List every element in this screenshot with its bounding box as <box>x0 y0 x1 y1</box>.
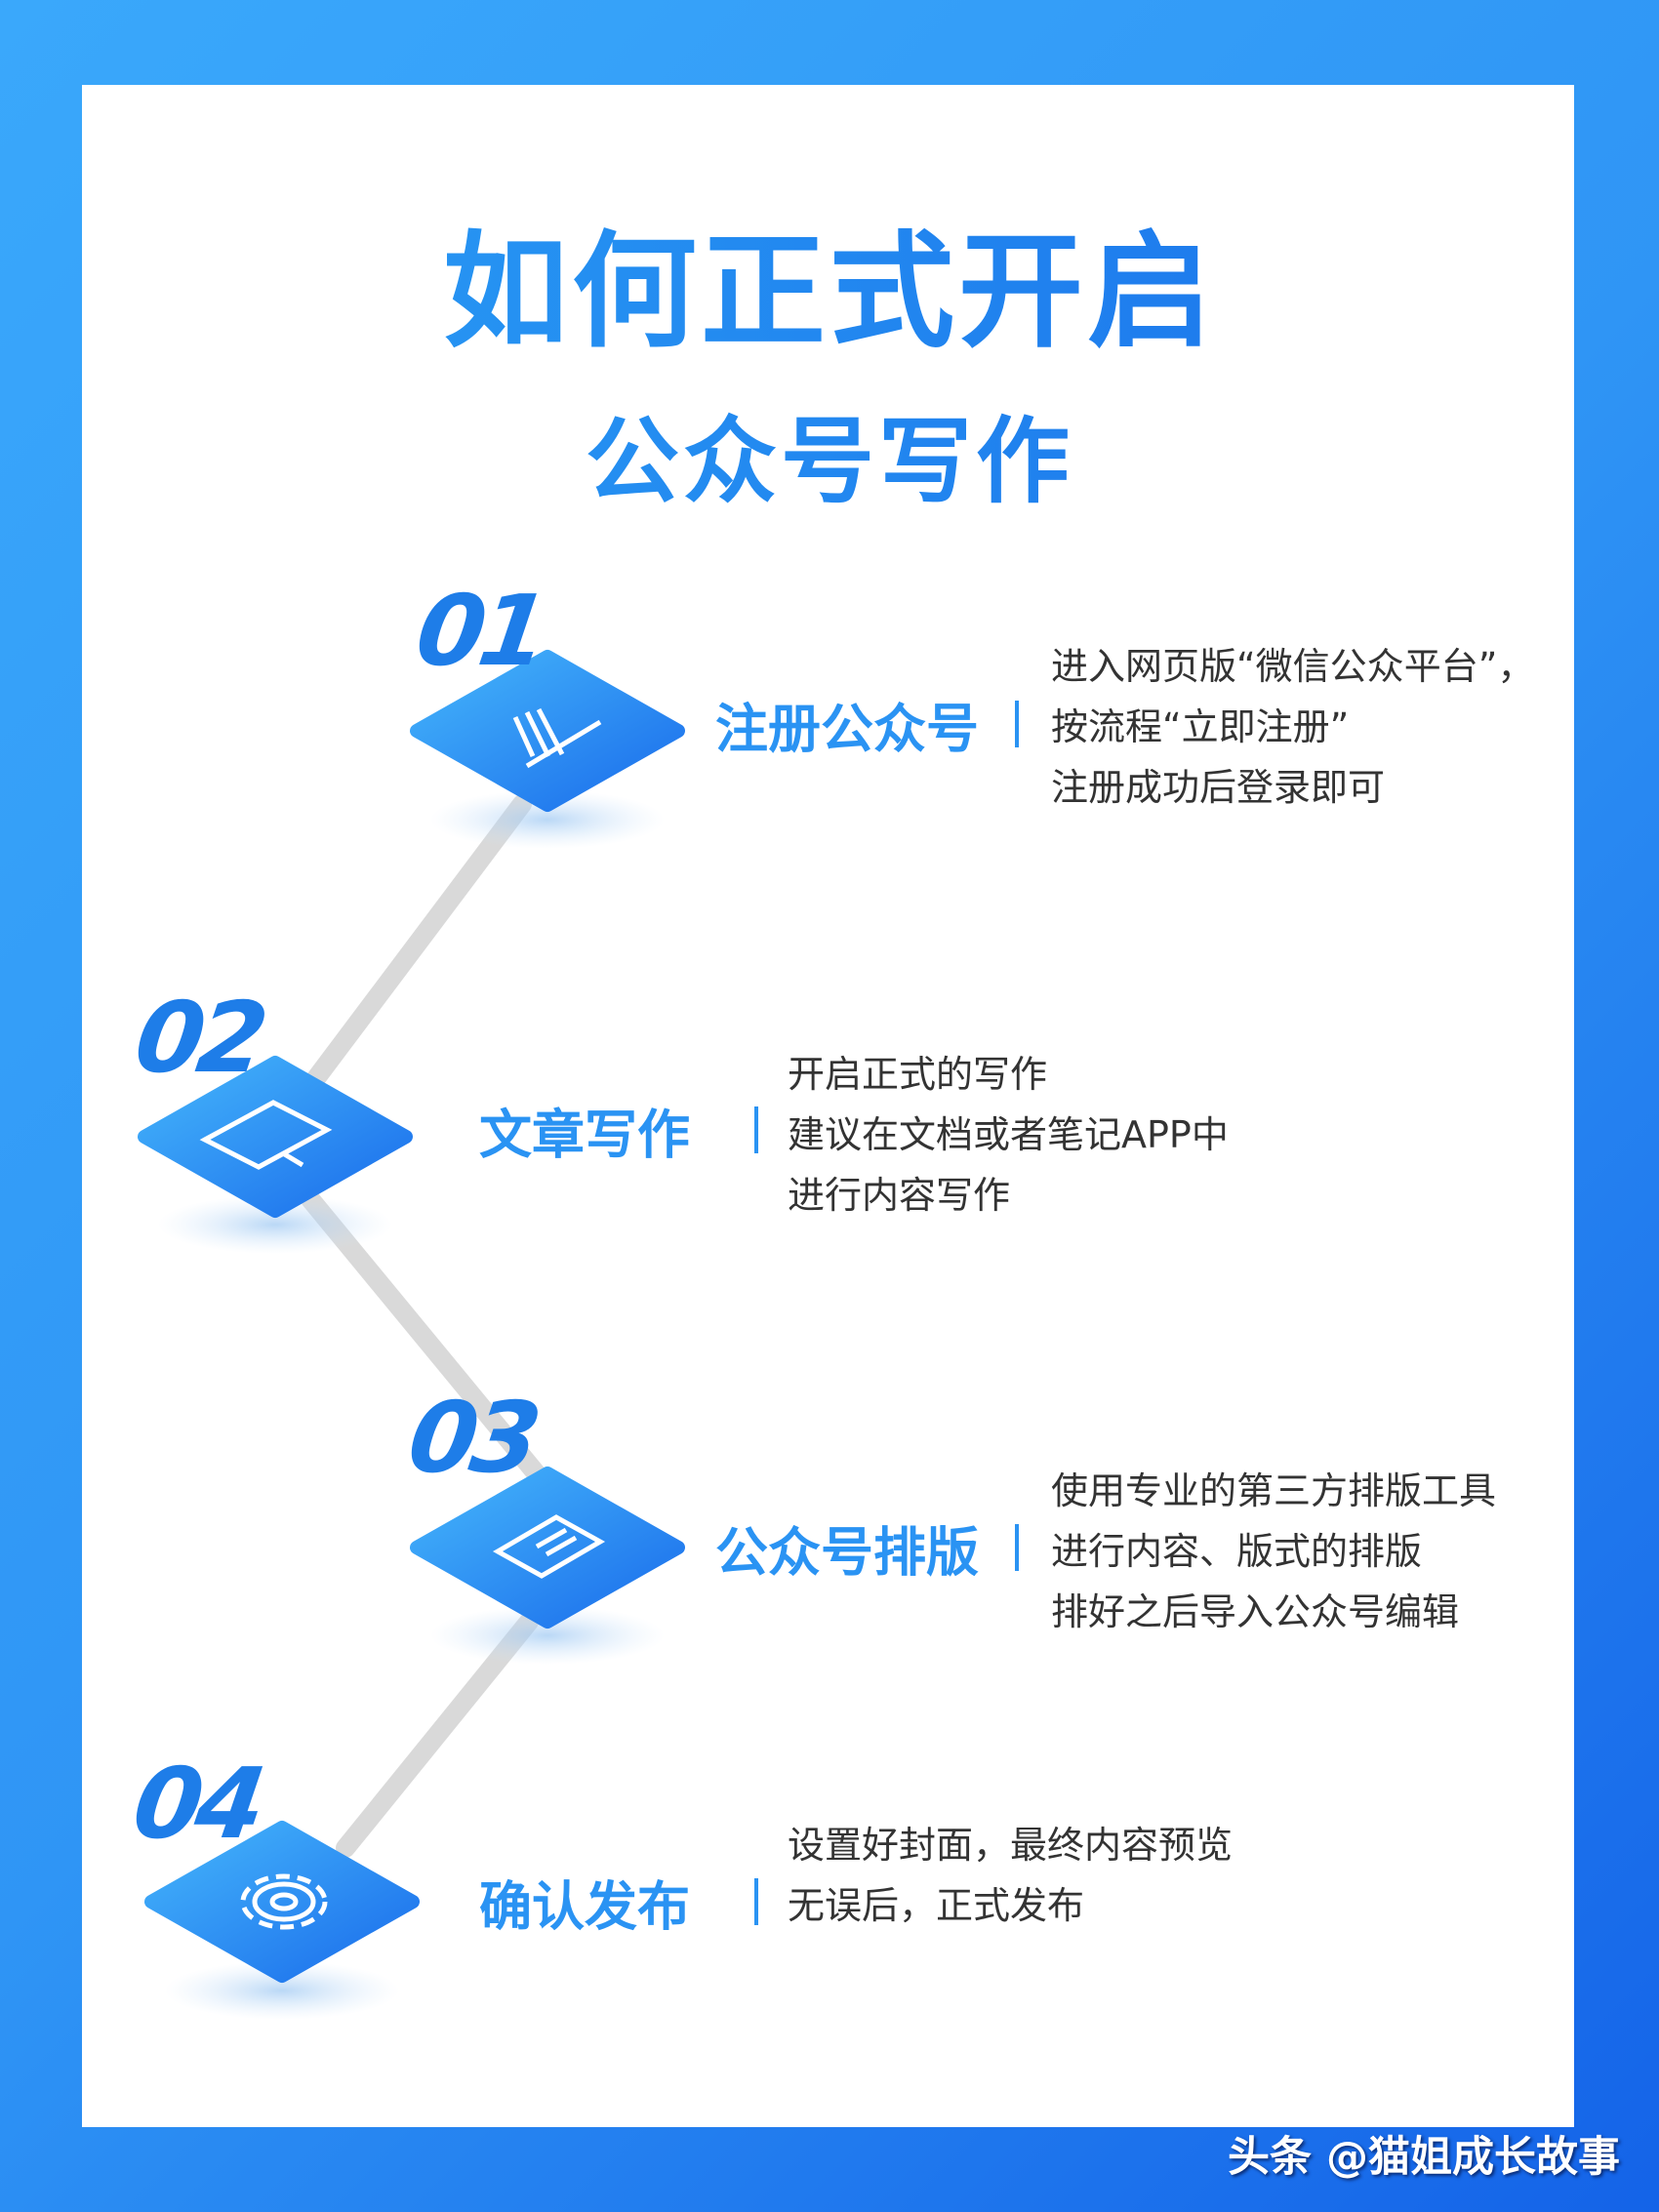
desc-line: 进行内容、版式的排版 <box>1051 1530 1423 1573</box>
connector-lines <box>301 794 552 1858</box>
step-1-number: 01 <box>409 574 550 688</box>
step-3-description: 使用专业的第三方排版工具进行内容、版式的排版排好之后导入公众号编辑 <box>1051 1461 1496 1642</box>
desc-line: 使用专业的第三方排版工具 <box>1051 1469 1497 1512</box>
step-2-description: 开启正式的写作建议在文档或者笔记APP中进行内容写作 <box>788 1044 1229 1226</box>
desc-line: 开启正式的写作 <box>788 1053 1048 1096</box>
gear-icon <box>240 1873 328 1930</box>
id-card-icon <box>492 1514 606 1579</box>
step-4-label: 确认发布 <box>479 1875 690 1938</box>
step-3-diamond <box>410 1467 685 1665</box>
step-2-separator <box>754 1106 758 1153</box>
step-3-number: 03 <box>401 1381 543 1495</box>
step-4-description: 设置好封面，最终内容预览无误后，正式发布 <box>788 1815 1233 1936</box>
step-3-label: 公众号排版 <box>715 1521 979 1584</box>
step-4-diamond <box>144 1821 420 2020</box>
step-2-diamond <box>138 1056 413 1254</box>
step-1-diamond <box>410 650 685 849</box>
desc-line: 建议在文档或者笔记APP中 <box>788 1113 1229 1156</box>
tools-icon <box>512 707 602 769</box>
step-1-description: 进入网页版“微信公众平台”， 按流程“立即注册” 注册成功后登录即可 <box>1051 636 1534 818</box>
page-subtitle: 公众号写作 <box>0 385 1659 521</box>
step-2-label: 文章写作 <box>479 1104 690 1166</box>
desc-line: 设置好封面，最终内容预览 <box>788 1824 1234 1867</box>
desc-line: 按流程“立即注册” <box>1051 705 1350 748</box>
desc-line: 无误后，正式发布 <box>788 1884 1085 1927</box>
step-4-separator <box>754 1878 758 1925</box>
desc-line: 进入网页版“微信公众平台”， <box>1051 645 1535 688</box>
step-1-separator <box>1015 701 1019 747</box>
watermark: 头条 @猫姐成长故事 <box>1228 2133 1620 2182</box>
desc-line: 注册成功后登录即可 <box>1051 766 1386 809</box>
step-4-number: 04 <box>126 1747 267 1861</box>
page-title: 如何正式开启 <box>0 190 1659 371</box>
step-2-number: 02 <box>128 981 269 1095</box>
monitor-icon <box>199 1100 333 1170</box>
step-3-separator <box>1015 1524 1019 1571</box>
step-1-label: 注册公众号 <box>715 698 979 760</box>
desc-line: 排好之后导入公众号编辑 <box>1051 1590 1460 1633</box>
desc-line: 进行内容写作 <box>788 1174 1011 1217</box>
